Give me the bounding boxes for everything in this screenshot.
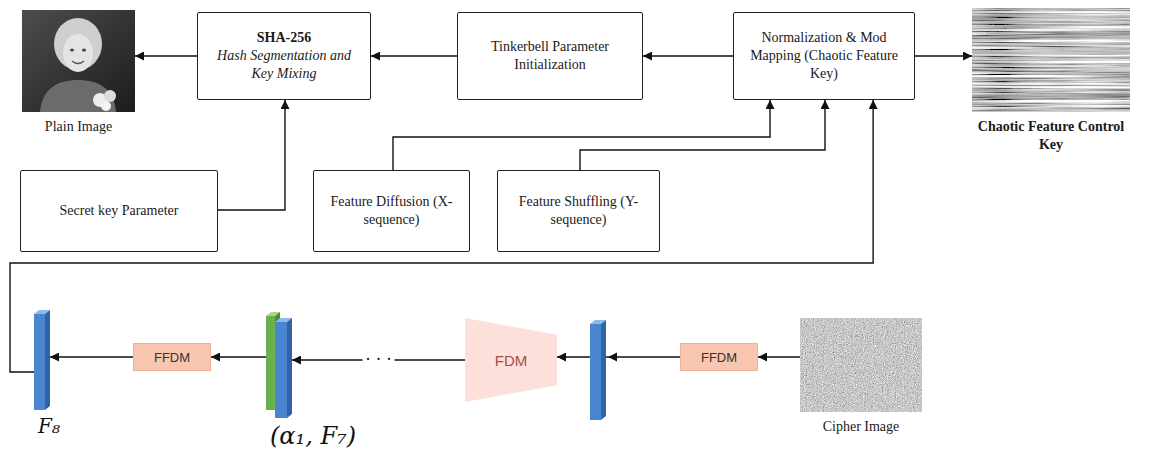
process-box: Feature Shuffling (Y-sequence) (497, 170, 660, 252)
image-caption: Chaotic Feature Control Key (972, 118, 1130, 153)
slab-side (287, 318, 292, 418)
slab-front (266, 316, 275, 410)
box-label: Feature Shuffling (Y-sequence) (506, 193, 651, 229)
process-box: Normalization & Mod Mapping (Chaotic Fea… (733, 12, 915, 100)
photo-mouth (72, 61, 84, 64)
connector-arrow (218, 100, 285, 210)
feature-map: F₈ (34, 310, 82, 438)
module-label: FDM (495, 352, 528, 369)
connector-arrow (915, 55, 972, 56)
image-frame (22, 10, 135, 112)
image-node: Cipher Image (800, 318, 922, 436)
slab-front (275, 322, 287, 418)
cipher-image (800, 318, 922, 412)
module-label: FFDM (701, 350, 737, 365)
connector-arrow (211, 356, 266, 357)
module-label: FFDM (154, 350, 190, 365)
feature-label: (α₁, F₇) (266, 422, 436, 450)
box-label: Tinkerbell Parameter Initialization (466, 38, 634, 74)
process-box: Tinkerbell Parameter Initialization (457, 12, 643, 100)
box-label: Feature Diffusion (X-sequence) (322, 193, 461, 229)
image-frame (972, 8, 1130, 112)
slab-shape (34, 310, 50, 410)
box-label: Hash Segmentation and Key Mixing (206, 47, 362, 83)
process-box: Feature Diffusion (X-sequence) (313, 170, 470, 252)
image-node: Plain Image (22, 10, 135, 136)
image-frame (800, 318, 922, 412)
connector-arrow (557, 356, 680, 357)
feature-map-slab (590, 320, 606, 420)
chaotic-key-image (972, 8, 1130, 112)
slab-shape (266, 312, 292, 418)
image-caption: Cipher Image (800, 418, 922, 436)
process-box: Secret key Parameter (20, 170, 218, 252)
feature-label: F₈ (34, 414, 82, 438)
connector-arrow (580, 100, 825, 170)
box-label: SHA-256 (257, 29, 311, 47)
box-label: Normalization & Mod Mapping (Chaotic Fea… (742, 29, 906, 84)
image-node: Chaotic Feature Control Key (972, 8, 1130, 153)
photo-shoulders (40, 80, 116, 112)
plain-image-photo (22, 10, 135, 112)
photo-flower (101, 101, 111, 111)
slab-side (601, 320, 606, 420)
connector-arrow (371, 55, 457, 56)
photo-flower (104, 90, 116, 102)
photo-background (22, 10, 135, 112)
slab-side (45, 310, 50, 410)
slab-front (590, 324, 601, 420)
box-label: Secret key Parameter (60, 202, 179, 220)
arrow-head (608, 353, 617, 362)
photo-eye (82, 49, 86, 52)
connector-arrow (50, 356, 133, 357)
photo-face (63, 34, 93, 72)
connector-arrow (643, 55, 733, 56)
image-caption: Plain Image (22, 118, 135, 136)
connector-arrow (10, 100, 873, 372)
process-box: SHA-256Hash Segmentation and Key Mixing (197, 12, 371, 100)
module-trapezoid: FDM (465, 318, 557, 402)
connector-arrow (135, 55, 197, 56)
edge-label: · · · (362, 350, 395, 368)
module-box: FFDM (680, 343, 758, 371)
feature-map: (α₁, F₇) (266, 312, 436, 450)
trapezoid-fill (465, 318, 557, 402)
slab-front (34, 314, 45, 410)
connector-arrow (393, 100, 770, 170)
photo-eye (70, 49, 74, 52)
connector-arrow (758, 356, 800, 357)
module-box: FFDM (133, 343, 211, 371)
